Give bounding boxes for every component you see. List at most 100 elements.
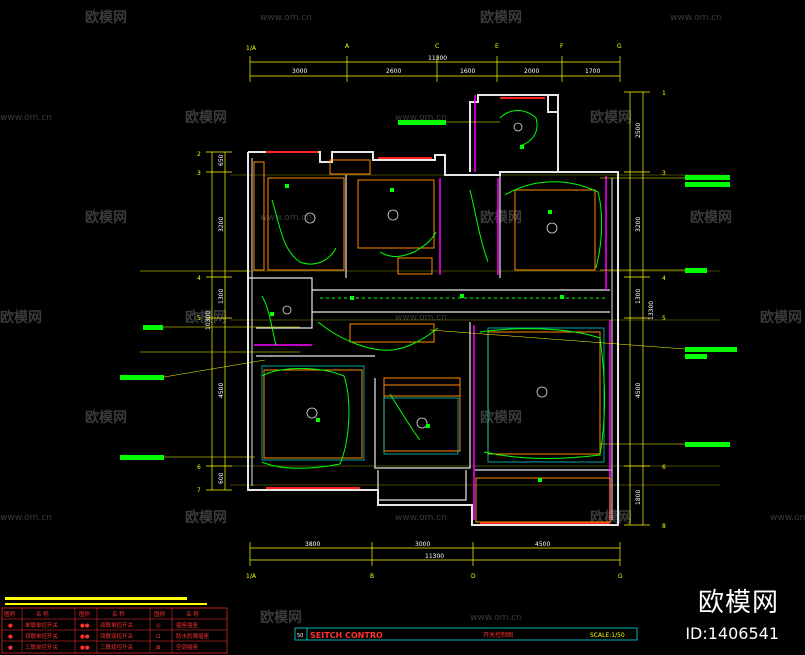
watermark-url: www.om.cn xyxy=(395,113,447,123)
dim-label: 600 xyxy=(218,472,225,484)
watermark-brand: 欧模网 xyxy=(480,409,522,426)
fixtures xyxy=(261,327,605,463)
cabinet-outline xyxy=(329,159,371,175)
legend-name: 双联双控开关 xyxy=(100,632,134,640)
watermark-brand: 欧模网 xyxy=(85,9,127,26)
wall-outline xyxy=(247,152,619,526)
watermark-brand: 欧模网 xyxy=(185,509,227,526)
legend-name: 插座插座 xyxy=(176,621,199,629)
left-dimension-labels: 650 3200 1300 4500 600 10300 2 3 4 5 6 7 xyxy=(197,151,225,494)
callout-bar xyxy=(685,347,737,352)
wall-outline xyxy=(248,94,559,176)
dim-label: 1300 xyxy=(218,289,225,304)
dim-label: 1700 xyxy=(585,68,600,75)
top-dimension-labels: 3000 2600 1600 2000 1700 11300 1/A A C E… xyxy=(246,43,622,75)
legend-name: 三联双控开关 xyxy=(100,643,134,651)
callout-bar xyxy=(120,455,164,460)
watermark-brand: 欧模网 xyxy=(590,109,632,126)
callout-bar xyxy=(685,354,707,359)
axis-label: 7 xyxy=(197,487,201,494)
watermark-url: www.om.cn xyxy=(260,13,312,23)
switch-point xyxy=(316,418,320,422)
legend-symbol: ● xyxy=(8,623,13,629)
watermark-url: www.om.cn xyxy=(670,13,722,23)
leader-line xyxy=(429,329,686,350)
callout-bar xyxy=(685,268,707,273)
balcony-floor xyxy=(475,477,611,523)
switch-point xyxy=(350,296,354,300)
bottom-dimension-chain xyxy=(249,542,621,566)
dim-total: 11300 xyxy=(425,553,444,560)
axis-label: G xyxy=(618,573,623,580)
axis-label: C xyxy=(435,43,439,50)
legend-symbol: ● xyxy=(8,645,13,651)
bed-outline xyxy=(267,177,345,271)
ceiling-lamp-icon xyxy=(387,209,399,221)
legend-symbol: ●● xyxy=(80,634,90,640)
wire-path xyxy=(317,321,439,351)
axis-label: 2 xyxy=(197,151,201,158)
dim-label: 4500 xyxy=(635,383,642,398)
legend-name: 三联单控开关 xyxy=(25,643,59,651)
legend-symbol: ●● xyxy=(80,645,90,651)
callout-bar xyxy=(685,442,730,447)
wire-path xyxy=(271,199,337,265)
dim-total: 13300 xyxy=(648,301,655,320)
switch-point xyxy=(548,210,552,214)
ceiling-lamp-icon xyxy=(546,222,558,234)
axis-label: A xyxy=(345,43,350,50)
legend-table: 图例 名 称 图例 名 称 图例 名 称 ● 单联单控开关 ●● 双联单控开关 … xyxy=(1,597,228,654)
axis-label: B xyxy=(370,573,374,580)
dim-label: 1600 xyxy=(460,68,475,75)
watermark-url: www.om.cn xyxy=(470,613,522,623)
leader-line xyxy=(163,359,266,378)
dim-label: 650 xyxy=(218,154,225,166)
ceiling-lamp-icon xyxy=(304,212,316,224)
legend-header: 名 称 xyxy=(36,610,49,618)
switch-point xyxy=(285,184,289,188)
watermark-url: www.om.cn xyxy=(395,313,447,323)
legend-name: 防水防溅插座 xyxy=(176,632,210,640)
leader-lines xyxy=(140,121,686,458)
switch-point xyxy=(390,188,394,192)
watermark-brand: 欧模网 xyxy=(0,309,42,326)
legend-header: 名 称 xyxy=(186,610,199,618)
title-subtitle: 开关控制图 xyxy=(483,631,513,639)
sofa-outline xyxy=(487,331,601,455)
title-text: SEITCH CONTRO xyxy=(310,631,383,640)
legend-bar xyxy=(5,603,207,605)
watermark-url: www.om.cn xyxy=(0,113,52,123)
brand-id: ID:1406541 xyxy=(685,624,779,643)
legend-header: 名 称 xyxy=(112,610,125,618)
top-dimension-chain xyxy=(249,56,621,82)
legend-name: 双联单控开关 xyxy=(25,632,59,640)
switch-point xyxy=(538,478,542,482)
legend-symbol: ●● xyxy=(80,623,90,629)
ceiling-lamp-icon xyxy=(416,417,428,429)
ceiling-lamp-icon xyxy=(306,407,318,419)
wire-path xyxy=(504,181,603,269)
carpet-outline xyxy=(487,327,605,463)
legend-name: 单联单控开关 xyxy=(25,621,59,629)
wire-path xyxy=(261,368,350,469)
legend-header: 图例 xyxy=(4,610,16,618)
watermark-brand: 欧模网 xyxy=(690,209,732,226)
dim-label: 3000 xyxy=(292,68,307,75)
dim-total: 11300 xyxy=(428,55,447,62)
ceiling-lamp-icon xyxy=(513,122,523,132)
switch-point xyxy=(270,312,274,316)
rug-outline xyxy=(261,365,365,461)
switch-point xyxy=(426,424,430,428)
title-frame xyxy=(294,627,638,641)
legend-bar xyxy=(5,597,187,600)
title-number: 50 xyxy=(297,633,303,639)
axis-label: 8 xyxy=(662,523,666,530)
watermark-url: www.om.cn xyxy=(260,213,312,223)
walls xyxy=(247,94,619,526)
wire-path xyxy=(479,328,605,459)
legend-header: 图例 xyxy=(79,610,91,618)
dim-label: 4500 xyxy=(218,383,225,398)
watermark-url: www.om.cn xyxy=(0,513,52,523)
bed-outline xyxy=(263,369,363,459)
